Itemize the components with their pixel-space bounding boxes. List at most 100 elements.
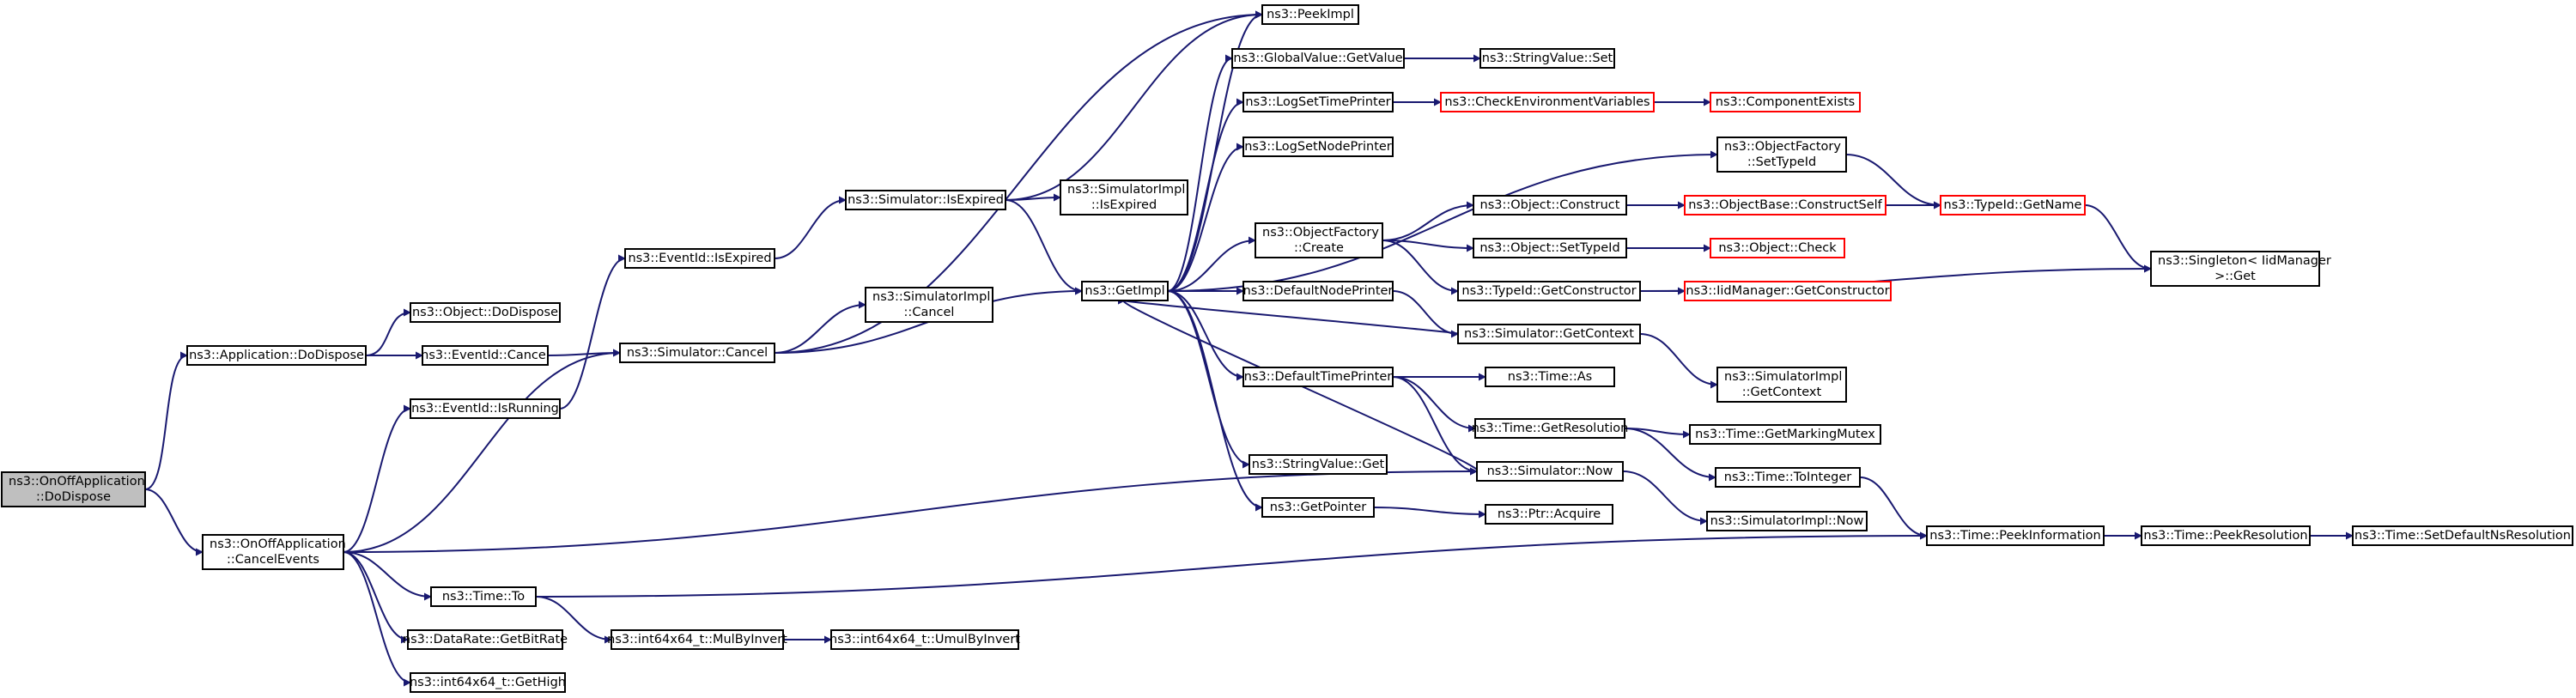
node-time-getresolution[interactable]: ns3::Time::GetResolution: [1472, 418, 1629, 439]
node-sim-getcontext[interactable]: ns3::Simulator::GetContext: [1457, 324, 1641, 344]
node-box[interactable]: [624, 248, 775, 269]
node-box[interactable]: [1081, 281, 1169, 301]
node-logsettimeprinter[interactable]: ns3::LogSetTimePrinter: [1242, 92, 1394, 112]
node-time-as[interactable]: ns3::Time::As: [1485, 367, 1615, 387]
node-box[interactable]: [186, 345, 367, 366]
node-cancel-events[interactable]: ns3::OnOffApplication::CancelEvents: [202, 534, 346, 570]
node-simimpl-isexpired[interactable]: ns3::SimulatorImpl::IsExpired: [1060, 179, 1188, 215]
node-box[interactable]: [1476, 461, 1624, 482]
node-box[interactable]: [1473, 195, 1627, 215]
node-box[interactable]: [1485, 367, 1615, 387]
node-box[interactable]: [1716, 137, 1847, 173]
node-box[interactable]: [1706, 511, 1868, 531]
node-box[interactable]: [1715, 467, 1861, 488]
node-box[interactable]: [865, 287, 993, 323]
node-objectbase-constructself[interactable]: ns3::ObjectBase::ConstructSelf: [1684, 195, 1886, 215]
node-singleton-get[interactable]: ns3::Singleton< IidManager >::Get: [2150, 251, 2331, 287]
node-object-settypeid[interactable]: ns3::Object::SetTypeId: [1473, 238, 1627, 258]
node-box[interactable]: [407, 629, 563, 650]
node-box[interactable]: [2352, 525, 2573, 546]
node-box[interactable]: [202, 534, 344, 570]
node-int64-mulbyinvert[interactable]: ns3::int64x64_t::MulByInvert: [607, 629, 787, 650]
node-eventid-isexpired[interactable]: ns3::EventId::IsExpired: [624, 248, 775, 269]
node-box[interactable]: [1710, 92, 1861, 112]
node-box[interactable]: [1242, 367, 1394, 387]
node-int64-gethigh[interactable]: ns3::int64x64_t::GetHigh: [410, 672, 566, 693]
node-box[interactable]: [1474, 418, 1625, 439]
node-box[interactable]: [1, 471, 146, 507]
node-box[interactable]: [619, 343, 775, 363]
node-sim-cancel[interactable]: ns3::Simulator::Cancel: [619, 343, 775, 363]
node-box[interactable]: [410, 672, 566, 693]
node-box[interactable]: [611, 629, 784, 650]
node-typeid-getname[interactable]: ns3::TypeId::GetName: [1940, 195, 2086, 215]
node-sim-isexpired[interactable]: ns3::Simulator::IsExpired: [845, 190, 1006, 210]
node-globalvalue-getvalue[interactable]: ns3::GlobalValue::GetValue: [1231, 48, 1405, 69]
node-box[interactable]: [422, 345, 549, 366]
node-defaultnodeprinter[interactable]: ns3::DefaultNodePrinter: [1242, 281, 1394, 301]
node-box[interactable]: [1060, 179, 1188, 215]
node-box[interactable]: [1261, 4, 1359, 25]
node-box[interactable]: [1710, 238, 1845, 258]
node-box[interactable]: [1926, 525, 2105, 546]
node-time-getmarkingmutex[interactable]: ns3::Time::GetMarkingMutex: [1689, 424, 1881, 445]
node-stringvalue-get[interactable]: ns3::StringValue::Get: [1249, 454, 1388, 475]
node-box[interactable]: [1689, 424, 1881, 445]
node-box[interactable]: [1242, 92, 1394, 112]
node-time-to[interactable]: ns3::Time::To: [430, 586, 537, 607]
node-box[interactable]: [1684, 195, 1886, 215]
node-logsetnodeprinter[interactable]: ns3::LogSetNodePrinter: [1242, 137, 1394, 157]
node-object-construct[interactable]: ns3::Object::Construct: [1473, 195, 1627, 215]
node-obj-dodispose[interactable]: ns3::Object::DoDispose: [410, 302, 561, 323]
node-int64-umulbyinvert[interactable]: ns3::int64x64_t::UmulByInvert: [829, 629, 1020, 650]
node-simimpl-now[interactable]: ns3::SimulatorImpl::Now: [1706, 511, 1868, 531]
node-checkenvvars[interactable]: ns3::CheckEnvironmentVariables: [1440, 92, 1655, 112]
node-box[interactable]: [1940, 195, 2086, 215]
node-peekimpl[interactable]: ns3::PeekImpl: [1261, 4, 1359, 25]
node-box[interactable]: [1242, 137, 1394, 157]
node-box[interactable]: [410, 398, 561, 419]
node-box[interactable]: [2141, 525, 2311, 546]
node-simimpl-cancel[interactable]: ns3::SimulatorImpl::Cancel: [865, 287, 993, 323]
node-eventid-isrunning[interactable]: ns3::EventId::IsRunning: [410, 398, 561, 419]
node-box[interactable]: [430, 586, 537, 607]
node-typeid-getconstructor[interactable]: ns3::TypeId::GetConstructor: [1457, 281, 1641, 301]
node-getimpl[interactable]: ns3::GetImpl: [1081, 281, 1169, 301]
node-box[interactable]: [1457, 281, 1641, 301]
node-box[interactable]: [1485, 504, 1613, 525]
node-objectfactory-create[interactable]: ns3::ObjectFactory::Create: [1255, 222, 1383, 258]
node-iidmanager-getconstructor[interactable]: ns3::IidManager::GetConstructor: [1684, 281, 1892, 301]
node-time-peekinformation[interactable]: ns3::Time::PeekInformation: [1926, 525, 2105, 546]
node-box[interactable]: [1242, 281, 1394, 301]
node-sim-now[interactable]: ns3::Simulator::Now: [1476, 461, 1624, 482]
node-getpointer[interactable]: ns3::GetPointer: [1261, 497, 1375, 518]
node-box[interactable]: [1261, 497, 1375, 518]
node-stringvalue-set[interactable]: ns3::StringValue::Set: [1479, 48, 1615, 69]
node-eventid-cancel[interactable]: ns3::EventId::Cancel: [421, 345, 550, 366]
node-objectfactory-settypeid[interactable]: ns3::ObjectFactory::SetTypeId: [1716, 137, 1847, 173]
node-box[interactable]: [830, 629, 1019, 650]
node-box[interactable]: [1716, 367, 1847, 403]
node-time-peekresolution[interactable]: ns3::Time::PeekResolution: [2141, 525, 2311, 546]
node-box[interactable]: [2150, 251, 2320, 287]
node-box[interactable]: [1473, 238, 1627, 258]
node-box[interactable]: [1440, 92, 1655, 112]
node-box[interactable]: [1249, 454, 1388, 475]
node-box[interactable]: [1479, 48, 1615, 69]
node-app-dodispose[interactable]: ns3::Application::DoDispose: [186, 345, 367, 366]
node-componentexists[interactable]: ns3::ComponentExists: [1710, 92, 1861, 112]
node-box[interactable]: [1457, 324, 1641, 344]
node-box[interactable]: [845, 190, 1006, 210]
node-ptr-acquire[interactable]: ns3::Ptr::Acquire: [1485, 504, 1613, 525]
node-box[interactable]: [1255, 222, 1383, 258]
node-defaulttimeprinter[interactable]: ns3::DefaultTimePrinter: [1242, 367, 1394, 387]
node-object-check[interactable]: ns3::Object::Check: [1710, 238, 1845, 258]
node-time-tointeger[interactable]: ns3::Time::ToInteger: [1715, 467, 1861, 488]
node-box[interactable]: [1231, 48, 1405, 69]
node-simimpl-getcontext[interactable]: ns3::SimulatorImpl::GetContext: [1716, 367, 1847, 403]
node-root[interactable]: ns3::OnOffApplication::DoDispose: [1, 471, 146, 507]
node-box[interactable]: [410, 302, 561, 323]
node-box[interactable]: [1684, 281, 1892, 301]
node-datarate-getbitrate[interactable]: ns3::DataRate::GetBitRate: [403, 629, 568, 650]
node-time-setdefaultnsresolution[interactable]: ns3::Time::SetDefaultNsResolution: [2352, 525, 2573, 546]
